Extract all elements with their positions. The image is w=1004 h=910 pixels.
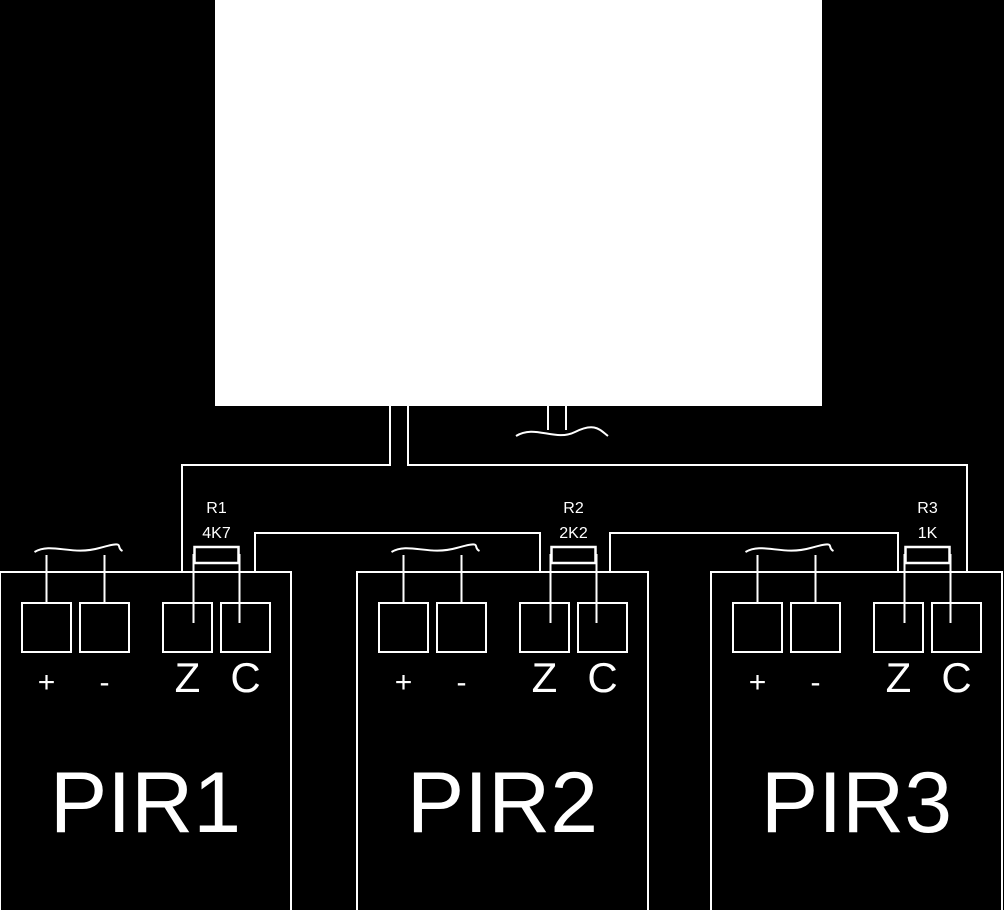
- terminal-label-plus: +: [749, 666, 767, 699]
- terminal-z: [519, 602, 570, 653]
- loop-wire: [254, 532, 899, 603]
- terminal-label-minus: -: [457, 666, 467, 699]
- resistor-ref: R1: [206, 500, 227, 517]
- terminal-c: [577, 602, 628, 653]
- terminal-label-plus: +: [395, 666, 413, 699]
- cable-break-symbol: [33, 543, 124, 553]
- cable-break-symbol: [744, 543, 835, 553]
- resistor: [550, 545, 597, 565]
- resistor-value: 1K: [918, 525, 938, 542]
- resistor-lead: [238, 554, 241, 623]
- terminal-plus: [732, 602, 783, 653]
- resistor-value: 2K2: [559, 525, 588, 542]
- cable-break-symbol: [390, 543, 481, 553]
- resistor-lead: [949, 554, 952, 623]
- terminal-z: [873, 602, 924, 653]
- terminal-minus: [436, 602, 487, 653]
- resistor-ref: R3: [917, 500, 938, 517]
- resistor-lead: [549, 554, 552, 623]
- resistor: [193, 545, 240, 565]
- terminal-plus: [378, 602, 429, 653]
- terminal-plus: [21, 602, 72, 653]
- terminal-label-c: C: [941, 654, 971, 701]
- terminal-label-plus: +: [38, 666, 56, 699]
- terminal-label-z: Z: [175, 654, 201, 701]
- resistor-lead: [192, 554, 195, 623]
- detector-name: PIR2: [407, 755, 598, 851]
- terminal-label-c: C: [230, 654, 260, 701]
- power-cable: [515, 406, 609, 437]
- resistor-value: 4K7: [202, 525, 231, 542]
- detector-name: PIR3: [761, 755, 952, 851]
- terminal-minus: [790, 602, 841, 653]
- detector-name: PIR1: [50, 755, 241, 851]
- control-panel: [215, 0, 822, 406]
- resistor-lead: [903, 554, 906, 623]
- terminal-z: [162, 602, 213, 653]
- resistor-lead: [595, 554, 598, 623]
- terminal-label-minus: -: [811, 666, 821, 699]
- terminal-label-c: C: [587, 654, 617, 701]
- terminal-c: [220, 602, 271, 653]
- terminal-c: [931, 602, 982, 653]
- resistor: [904, 545, 951, 565]
- terminal-label-z: Z: [886, 654, 912, 701]
- resistor-ref: R2: [563, 500, 584, 517]
- terminal-label-minus: -: [100, 666, 110, 699]
- terminal-label-z: Z: [532, 654, 558, 701]
- terminal-minus: [79, 602, 130, 653]
- zone-cable: [181, 406, 968, 603]
